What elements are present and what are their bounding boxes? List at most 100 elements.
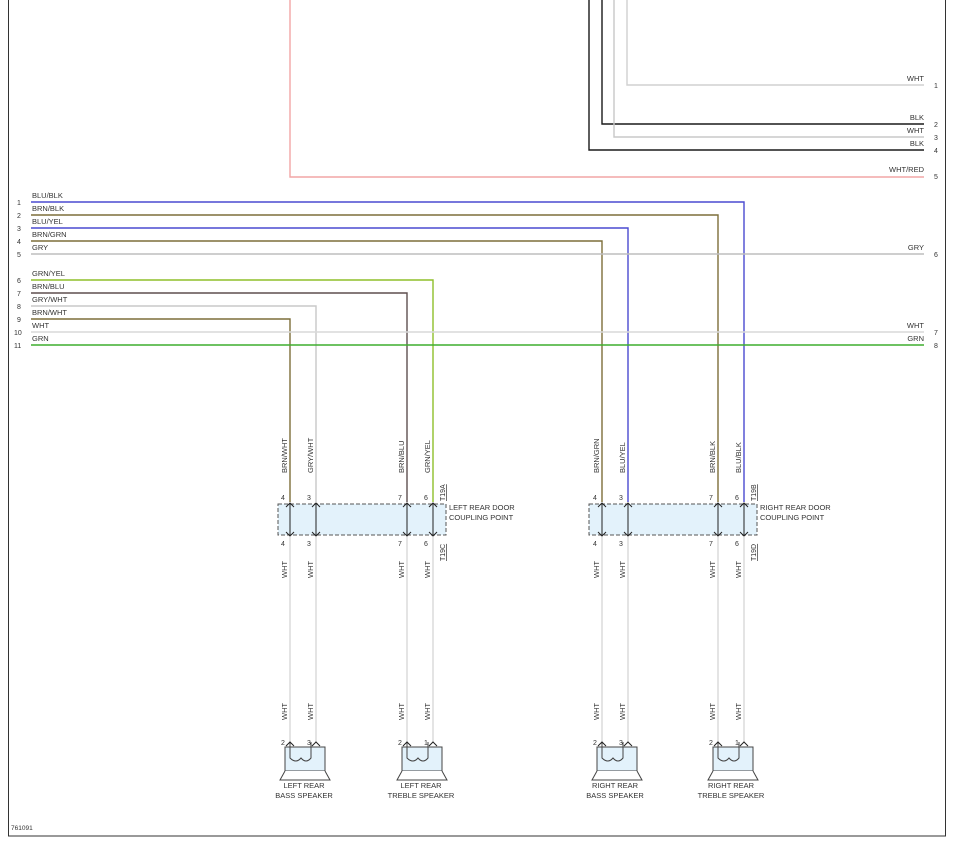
vlabel-blu-blk: BLU/BLK — [734, 442, 743, 473]
left-rear-door-coupling-point: 4 3 7 6 4 3 7 6 T19A T19C LEFT REAR DOOR… — [277, 484, 515, 561]
speaker-left-treble-pin-b: 1 — [424, 740, 428, 747]
wire-top-blk-2 — [601, 0, 924, 125]
speaker-left-bass-pin-a: 2 — [281, 740, 285, 747]
left-coupling-pin-upper-4: 4 — [281, 495, 285, 502]
left-pin-4: 4 — [17, 239, 21, 246]
left-coupling-pin-lower-3: 3 — [307, 541, 311, 548]
right-coupling-pin-upper-6: 6 — [735, 495, 739, 502]
wire-top-blk-4 — [588, 0, 924, 151]
right-coupling-pins — [597, 502, 749, 537]
left-pin-11: 11 — [14, 343, 21, 350]
left-wire-label-6: GRN/YEL — [32, 269, 65, 278]
right-coupling-pin-lower-7: 7 — [709, 541, 713, 548]
left-coupling-pin-lower-6: 6 — [424, 541, 428, 548]
left-pin-7: 7 — [17, 291, 21, 298]
speaker-right-bass-line2: BASS SPEAKER — [586, 791, 644, 800]
wire-gry-wht — [31, 305, 317, 502]
wire-brn-blu — [31, 292, 408, 502]
vlabel-wht-b7: WHT — [708, 703, 717, 720]
main-harness — [31, 201, 924, 502]
left-coupling-tag-bottom: T19C — [440, 544, 447, 561]
right-wire-label-7: WHT — [907, 321, 924, 330]
speaker-right-treble-pin-b: 1 — [735, 740, 739, 747]
right-coupling-box — [588, 503, 758, 536]
right-coupling-pin-lower-4: 4 — [593, 541, 597, 548]
speaker-right-rear-bass: 2 3 RIGHT REAR BASS SPEAKER — [586, 740, 644, 800]
speaker-right-treble-line1: RIGHT REAR — [708, 781, 755, 790]
top-wire-label-3: WHT — [907, 126, 924, 135]
left-coupling-pin-upper-3: 3 — [307, 495, 311, 502]
left-wire-label-3: BLU/YEL — [32, 217, 63, 226]
speaker-right-bass-pin-b: 3 — [619, 740, 623, 747]
left-coupling-name2: COUPLING POINT — [449, 513, 514, 522]
right-coupling-name2: COUPLING POINT — [760, 513, 825, 522]
wire-brn-blk — [31, 214, 719, 502]
diagram-border — [8, 0, 946, 837]
wire-top-wht-3 — [613, 0, 924, 138]
right-coupling-pin-upper-4: 4 — [593, 495, 597, 502]
top-wire-pin-2: 2 — [934, 122, 938, 129]
vlabel-wht-a3: WHT — [397, 561, 406, 578]
vlabel-gry-wht: GRY/WHT — [306, 437, 315, 473]
figure-id: 761091 — [11, 825, 33, 832]
wire-top-whtred-5 — [289, 0, 924, 178]
lower-vertical-labels: WHT WHT WHT WHT WHT WHT WHT WHT WHT WHT … — [280, 561, 743, 720]
left-coupling-tag-top: T19A — [440, 484, 447, 501]
left-wire-label-2: BRN/BLK — [32, 204, 64, 213]
right-coupling-pin-lower-6: 6 — [735, 541, 739, 548]
left-pin-6: 6 — [17, 278, 21, 285]
vlabel-grn-yel: GRN/YEL — [423, 440, 432, 473]
wire-blu-blk — [31, 201, 745, 502]
left-wire-label-7: BRN/BLU — [32, 282, 65, 291]
vlabel-blu-yel: BLU/YEL — [618, 442, 627, 473]
right-pin-8: 8 — [934, 343, 938, 350]
top-harness: WHT 1 BLK 2 WHT 3 BLK 4 WHT/RED 5 — [289, 0, 938, 181]
vlabel-wht-b3: WHT — [397, 703, 406, 720]
left-pin-8: 8 — [17, 304, 21, 311]
right-coupling-tag-bottom: T19D — [751, 544, 758, 561]
wire-grn-yel — [31, 279, 434, 502]
left-pin-3: 3 — [17, 226, 21, 233]
speaker-right-treble-line2: TREBLE SPEAKER — [698, 791, 765, 800]
vlabel-brn-blu: BRN/BLU — [397, 440, 406, 473]
vlabel-wht-a4: WHT — [423, 561, 432, 578]
top-wire-label-5: WHT/RED — [889, 165, 925, 174]
right-pin-7: 7 — [934, 330, 938, 337]
speaker-left-treble-pin-a: 2 — [398, 740, 402, 747]
vlabel-brn-blk: BRN/BLK — [708, 441, 717, 473]
right-coupling-name: RIGHT REAR DOOR — [760, 503, 831, 512]
speaker-left-bass-pin-b: 3 — [307, 740, 311, 747]
speaker-left-bass-line1: LEFT REAR — [283, 781, 325, 790]
left-wire-label-8: GRY/WHT — [32, 295, 68, 304]
wire-top-wht-1 — [626, 0, 924, 86]
top-wire-pin-1: 1 — [934, 83, 938, 90]
right-pin-6: 6 — [934, 252, 938, 259]
upper-vertical-labels: BRN/WHT GRY/WHT BRN/BLU GRN/YEL BRN/GRN … — [280, 437, 743, 473]
left-coupling-pin-lower-4: 4 — [281, 541, 285, 548]
vlabel-wht-b1: WHT — [280, 703, 289, 720]
left-wire-label-4: BRN/GRN — [32, 230, 67, 239]
vlabel-brn-wht: BRN/WHT — [280, 438, 289, 473]
right-wire-label-8: GRN — [907, 334, 924, 343]
left-coupling-pin-lower-7: 7 — [398, 541, 402, 548]
top-wire-pin-3: 3 — [934, 135, 938, 142]
speaker-left-rear-treble: 2 1 LEFT REAR TREBLE SPEAKER — [388, 740, 455, 800]
speaker-left-treble-line1: LEFT REAR — [400, 781, 442, 790]
left-coupling-name: LEFT REAR DOOR — [449, 503, 515, 512]
speaker-left-treble-line2: TREBLE SPEAKER — [388, 791, 455, 800]
right-coupling-tag-top: T19B — [751, 484, 758, 501]
right-wire-label-6: GRY — [908, 243, 924, 252]
left-pin-10: 10 — [14, 330, 22, 337]
right-coupling-pin-lower-3: 3 — [619, 541, 623, 548]
vlabel-wht-a8: WHT — [734, 561, 743, 578]
vlabel-wht-b8: WHT — [734, 703, 743, 720]
vlabel-wht-a1: WHT — [280, 561, 289, 578]
left-connector: 1 BLU/BLK 2 BRN/BLK 3 BLU/YEL 4 BRN/GRN … — [14, 191, 68, 350]
speaker-left-bass-line2: BASS SPEAKER — [275, 791, 333, 800]
right-connector: GRY 6 WHT 7 GRN 8 — [907, 243, 938, 350]
top-wire-pin-4: 4 — [934, 148, 938, 155]
right-rear-door-coupling-point: 4 3 7 6 4 3 7 6 T19B T19D RIGHT REAR DOO… — [588, 484, 831, 561]
left-coupling-pins — [285, 502, 438, 537]
wire-brn-wht — [31, 318, 291, 502]
